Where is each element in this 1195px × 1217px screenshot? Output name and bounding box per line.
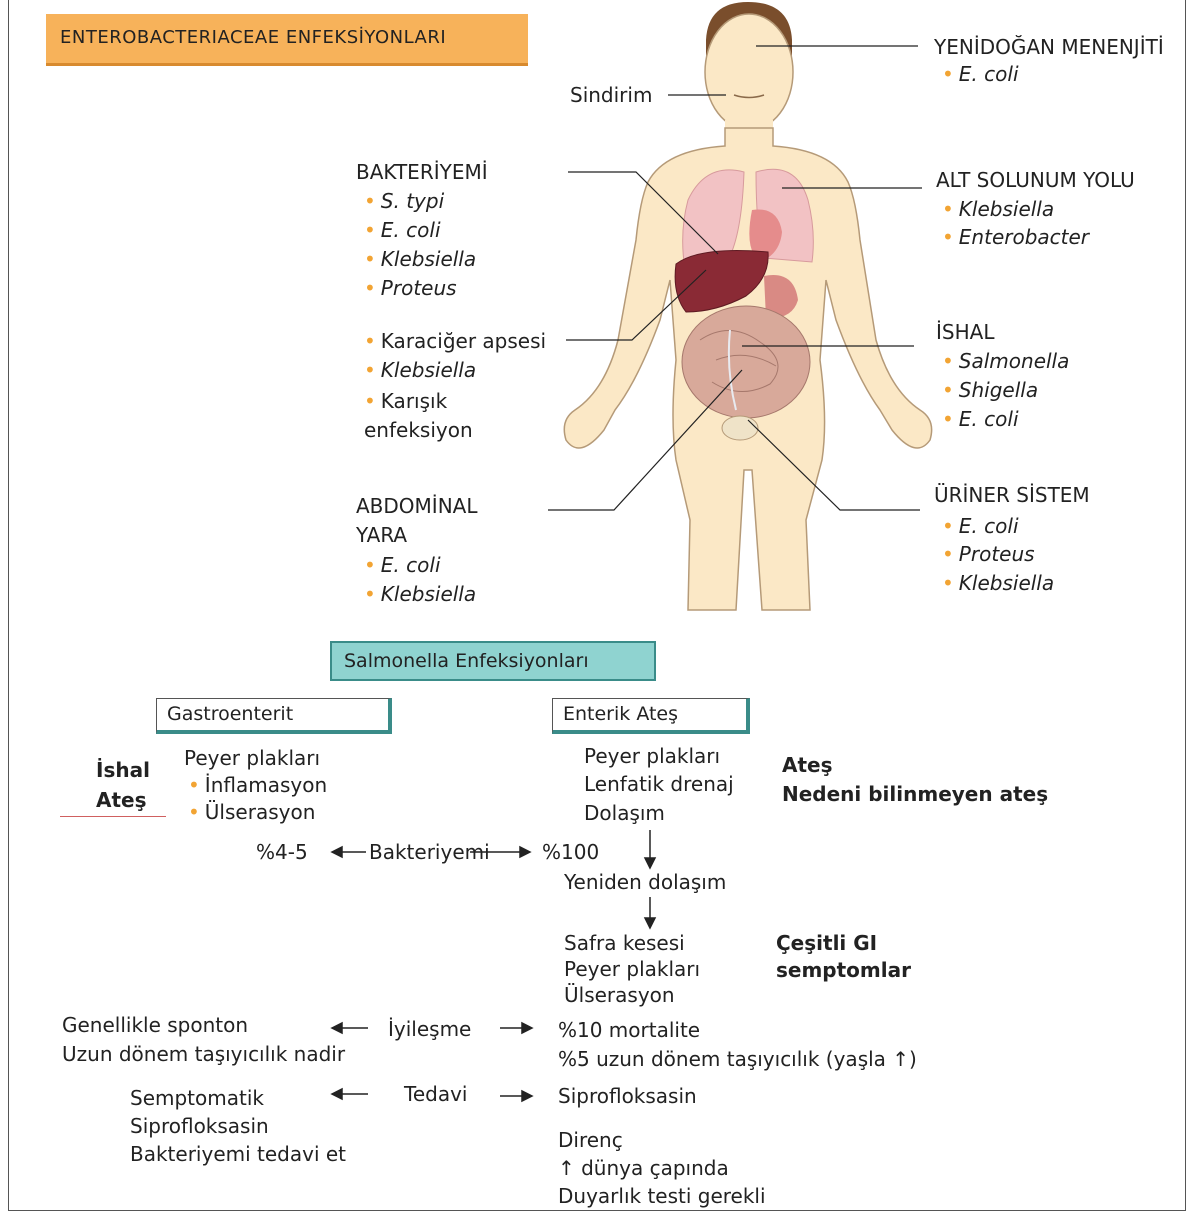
site-line: Safra kesesi (564, 929, 685, 958)
uriner-title: ÜRİNER SİSTEM (934, 481, 1090, 510)
uriner-item: •Klebsiella (942, 569, 1054, 598)
iyilesme-right: %5 uzun dönem taşıyıcılık (yaşla ↑) (558, 1045, 917, 1074)
gastro-bacteremia-rate: %4-5 (256, 838, 308, 867)
ishal-item: •Shigella (942, 376, 1038, 405)
gastro-bullet: •Ülserasyon (188, 798, 315, 827)
karaciger-item: •Karışık (364, 387, 447, 416)
sindirim-label: Sindirim (570, 81, 652, 110)
enterik-ates-box: Enterik Ateş (552, 698, 750, 734)
bakteriyemi-center: Bakteriyemi (369, 838, 490, 867)
site-line: Ülserasyon (564, 981, 675, 1010)
gastro-side-bold: Ateş (96, 786, 147, 815)
alt-solunum-item: •Klebsiella (942, 195, 1054, 224)
karaciger-item: •Klebsiella (364, 356, 476, 385)
tedavi-center: Tedavi (404, 1080, 467, 1109)
abdominal-item: •E. coli (364, 551, 441, 580)
uriner-item: •Proteus (942, 540, 1035, 569)
direnc-line: Direnç (558, 1126, 623, 1155)
gastro-bullet: •İnflamasyon (188, 771, 327, 800)
divider (60, 816, 166, 817)
iyilesme-left: Genellikle sponton (62, 1011, 248, 1040)
bakteriyemi-item: •S. typi (364, 187, 444, 216)
bakteriyemi-item: •E. coli (364, 216, 441, 245)
bakteriyemi-item: •Proteus (364, 274, 457, 303)
bakteriyemi-title: BAKTERİYEMİ (356, 158, 488, 187)
site-line: Peyer plakları (564, 955, 700, 984)
enterik-line: Peyer plakları (584, 742, 720, 771)
karaciger-item: •Karaciğer apsesi (364, 327, 546, 356)
iyilesme-left: Uzun dönem taşıyıcılık nadir (62, 1040, 345, 1069)
ishal-title: İSHAL (936, 318, 994, 347)
gastroenterit-box: Gastroenterit (156, 698, 392, 734)
abdominal-title-1: ABDOMİNAL (356, 492, 477, 521)
alt-solunum-title: ALT SOLUNUM YOLU (936, 166, 1135, 195)
ishal-item: •Salmonella (942, 347, 1069, 376)
yenidogan-title: YENİDOĞAN MENENJİTİ (934, 33, 1164, 62)
yenidogan-item: •E. coli (942, 60, 1019, 89)
iyilesme-center: İyileşme (388, 1015, 471, 1044)
abdominal-title-2: YARA (356, 521, 407, 550)
abdominal-item: •Klebsiella (364, 580, 476, 609)
page-title: ENTEROBACTERIACEAE ENFEKSİYONLARI (46, 14, 528, 66)
iyilesme-right: %10 mortalite (558, 1016, 700, 1045)
tedavi-left: Siprofloksasin (130, 1112, 269, 1141)
ishal-item: •E. coli (942, 405, 1019, 434)
gastro-side-bold: İshal (96, 756, 150, 785)
direnc-line: Duyarlık testi gerekli (558, 1182, 766, 1211)
salmonella-header: Salmonella Enfeksiyonları (330, 641, 656, 681)
enterik-side-bold: Nedeni bilinmeyen ateş (782, 780, 1048, 809)
karaciger-continuation: enfeksiyon (364, 416, 473, 445)
enterik-side-bold: Ateş (782, 751, 833, 780)
tedavi-left: Bakteriyemi tedavi et (130, 1140, 346, 1169)
enterik-line: Dolaşım (584, 799, 665, 828)
bakteriyemi-item: •Klebsiella (364, 245, 476, 274)
gastro-line: Peyer plakları (184, 744, 320, 773)
enterik-line: Lenfatik drenaj (584, 770, 734, 799)
alt-solunum-item: •Enterobacter (942, 223, 1089, 252)
tedavi-right: Siprofloksasin (558, 1082, 697, 1111)
gi-bold: Çeşitli GI (776, 929, 877, 958)
recirculation: Yeniden dolaşım (564, 868, 726, 897)
enterik-bacteremia-rate: %100 (542, 838, 599, 867)
gi-bold: semptomlar (776, 956, 911, 985)
direnc-line: ↑ dünya çapında (558, 1154, 729, 1183)
tedavi-left: Semptomatik (130, 1084, 264, 1113)
uriner-item: •E. coli (942, 512, 1019, 541)
